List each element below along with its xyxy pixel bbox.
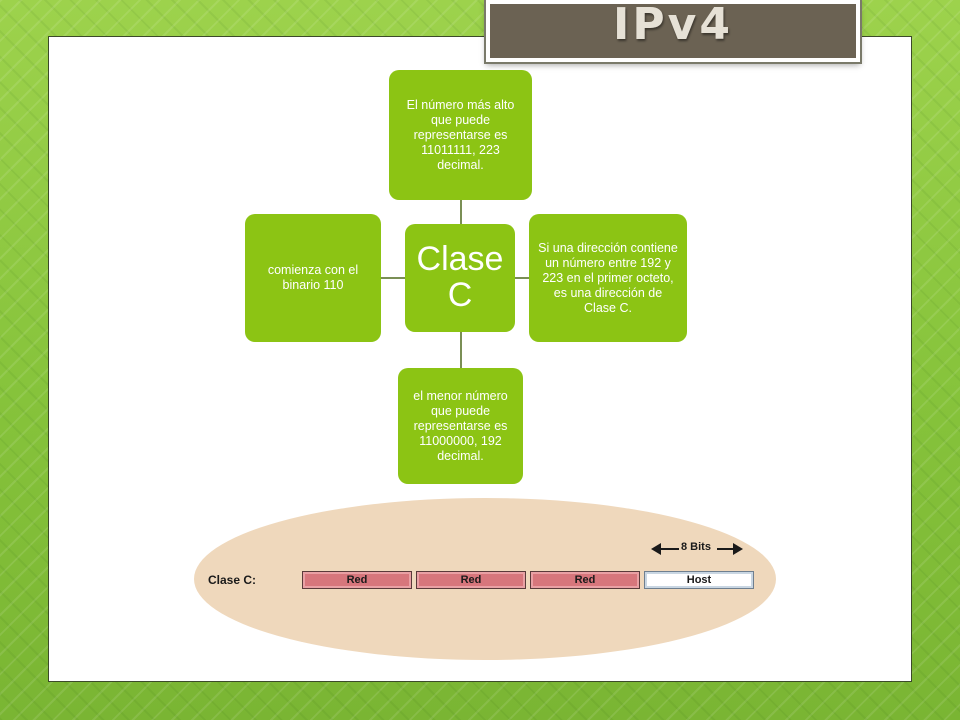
arrow-left-icon [651, 543, 661, 555]
arrow-line-right [717, 548, 733, 550]
octet-host: Host [644, 571, 754, 589]
node-top-text: El número más alto que puede representar… [406, 97, 515, 172]
bits-label: 8 Bits [681, 541, 711, 553]
node-bottom: el menor número que puede representarse … [398, 368, 523, 484]
octet-network-2: Red [416, 571, 526, 589]
class-c-label: Clase C: [208, 573, 257, 587]
octet-network-3: Red [530, 571, 640, 589]
node-right: Si una dirección contiene un número entr… [529, 214, 687, 342]
connector-left [381, 277, 405, 279]
octet-network-1: Red [302, 571, 412, 589]
arrow-line-left [661, 548, 679, 550]
octet-label: Red [460, 574, 482, 586]
octet-label: Red [574, 574, 596, 586]
connector-right [515, 277, 529, 279]
arrow-right-icon [733, 543, 743, 555]
node-bottom-text: el menor número que puede representarse … [413, 388, 508, 463]
node-top: El número más alto que puede representar… [389, 70, 532, 200]
connector-top [460, 200, 462, 224]
node-left-text: comienza con el binario 110 [267, 263, 359, 292]
octet-label: Host [686, 574, 712, 586]
slide-title: IPv4 [613, 0, 733, 50]
node-right-text: Si una dirección contiene un número entr… [538, 240, 678, 315]
node-left: comienza con el binario 110 [245, 214, 381, 342]
node-center-text: Clase C [416, 240, 504, 314]
title-box: IPv4 [486, 0, 860, 62]
node-center: Clase C [405, 224, 515, 332]
connector-bottom [460, 332, 462, 368]
octet-label: Red [346, 574, 368, 586]
